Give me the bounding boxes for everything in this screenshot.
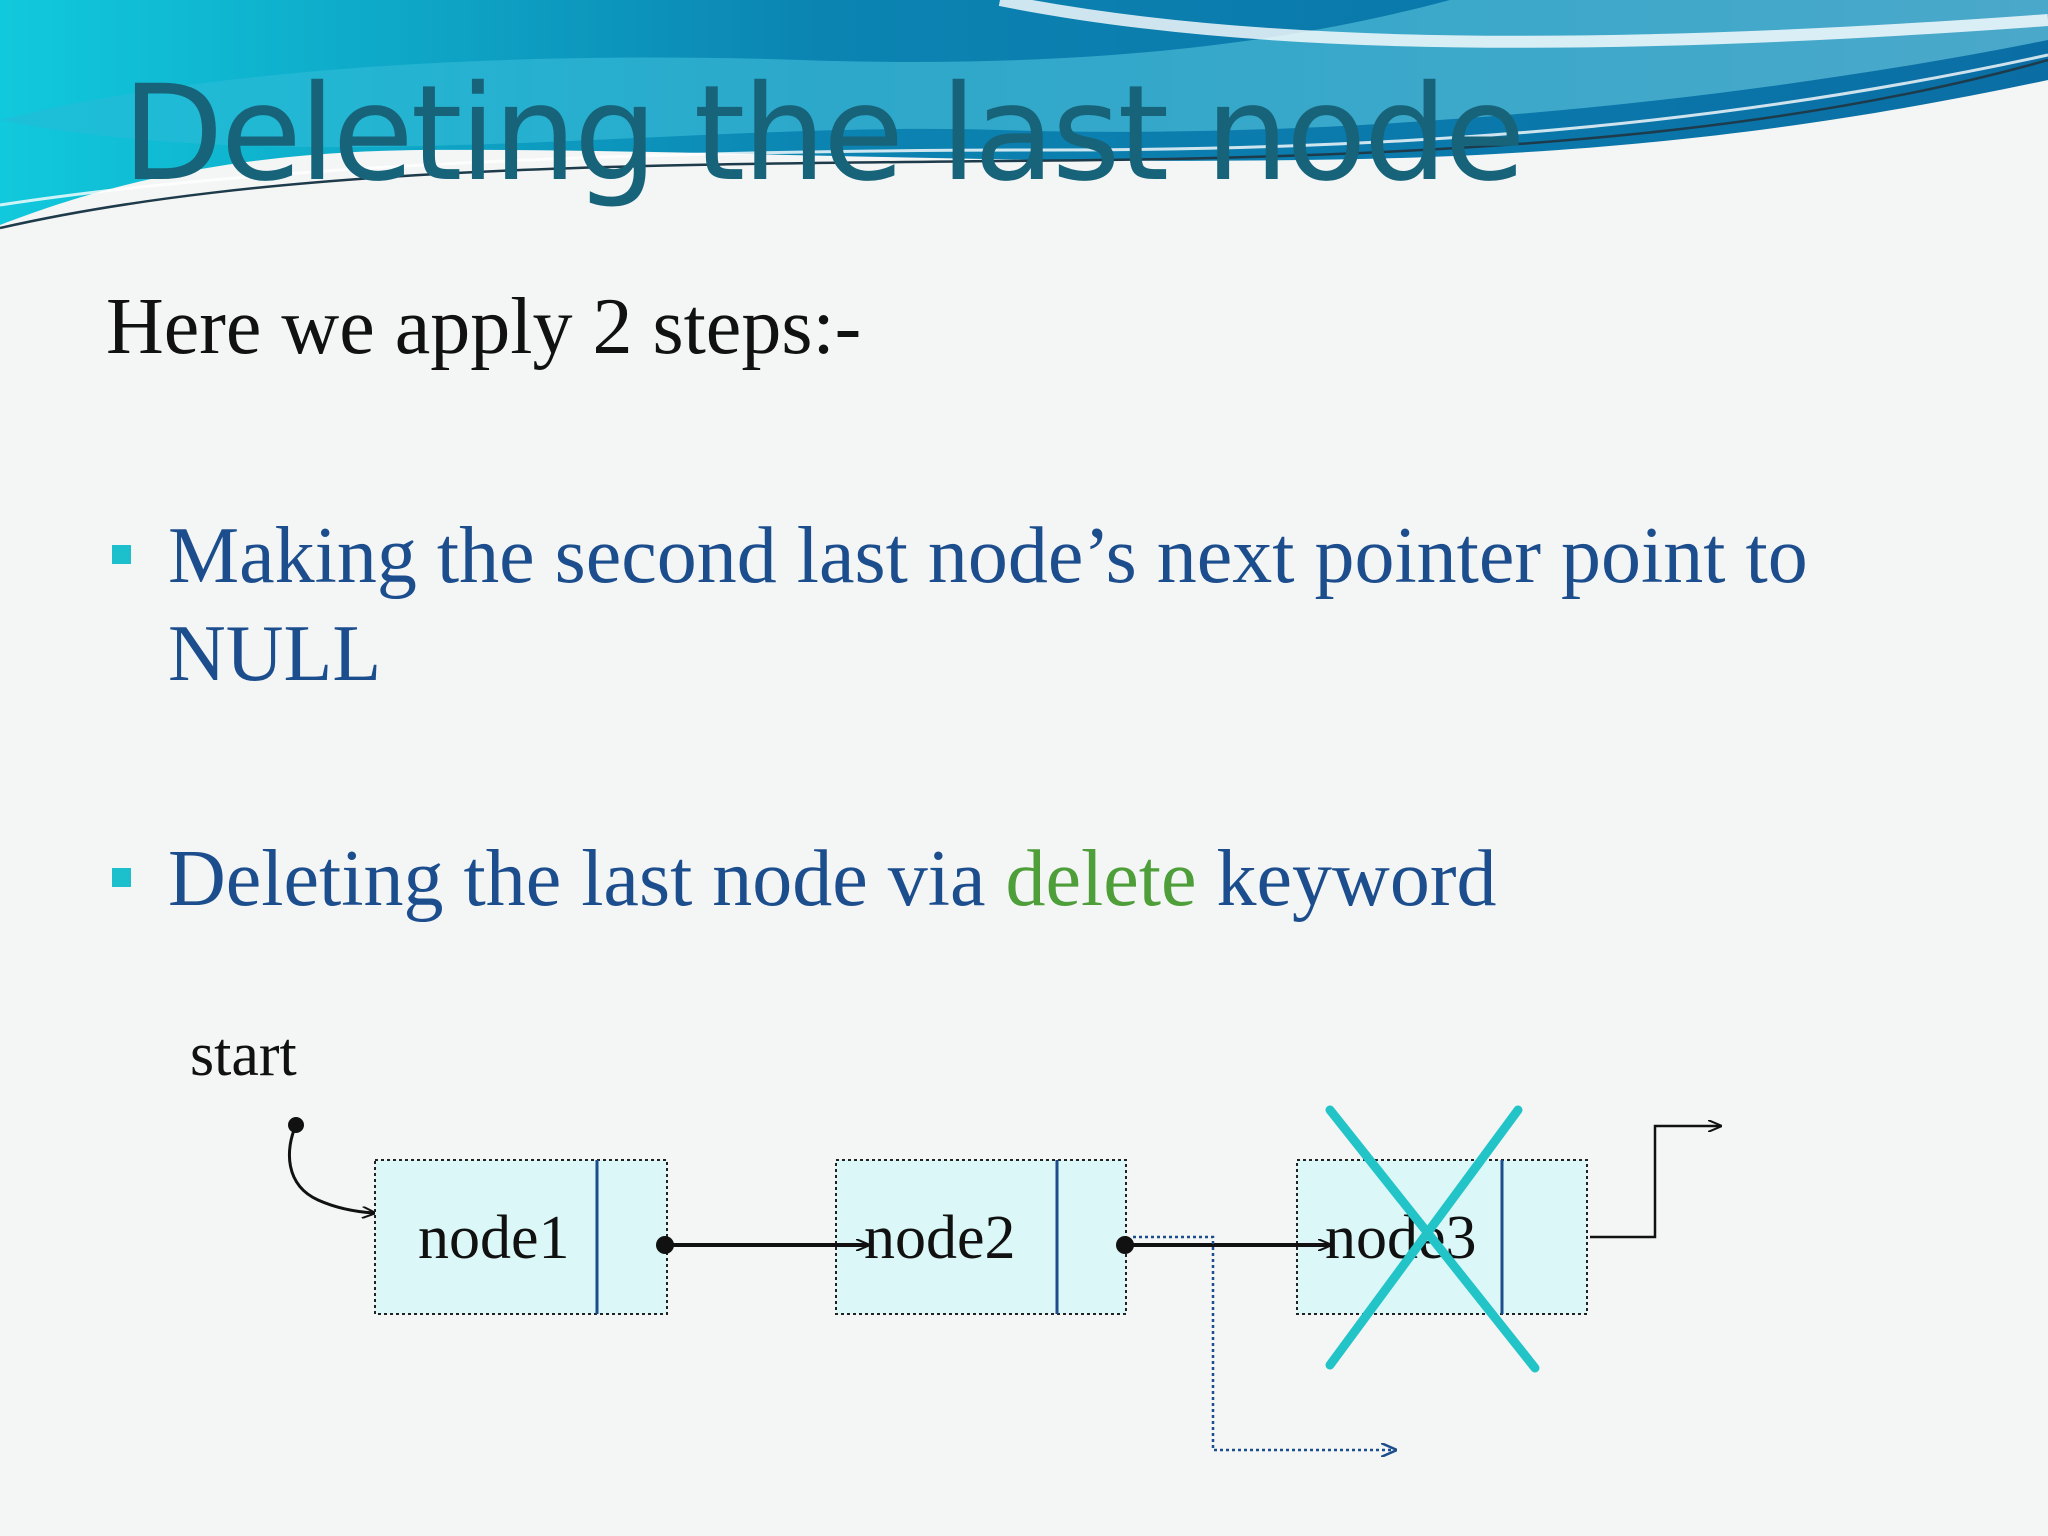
bullet-text: Deleting the last node via delete keywor… (168, 830, 1868, 928)
node-box-3: node3 (1296, 1159, 1588, 1315)
start-pointer-arrow (287, 1117, 374, 1213)
delete-cross-icon (1325, 1105, 1540, 1373)
node-label: node2 (864, 1204, 1016, 1272)
link-arrow-node1-node2 (656, 1236, 868, 1254)
null-pointer-dotted-arrow (1133, 1235, 1395, 1450)
start-label: start (190, 1021, 297, 1089)
delete-keyword: delete (1005, 835, 1197, 923)
bullet-text-before: Deleting the last node via (168, 835, 1006, 923)
bullet-text-after: keyword (1196, 835, 1497, 923)
node-box-2: node2 (835, 1159, 1127, 1315)
bullet-square-icon (112, 868, 131, 887)
bullet-text: Making the second last node’s next point… (168, 512, 1808, 698)
intro-text: Here we apply 2 steps:- (106, 283, 862, 371)
node-box-1: node1 (374, 1159, 668, 1315)
slide-title: Deleting the last node (122, 57, 1526, 211)
header-wave-decoration (0, 0, 2048, 230)
node-label: node1 (418, 1204, 570, 1272)
link-arrow-node2-node3 (1116, 1236, 1330, 1254)
node3-next-pointer-arrow (1590, 1126, 1720, 1239)
bullet-square-icon (112, 545, 131, 564)
